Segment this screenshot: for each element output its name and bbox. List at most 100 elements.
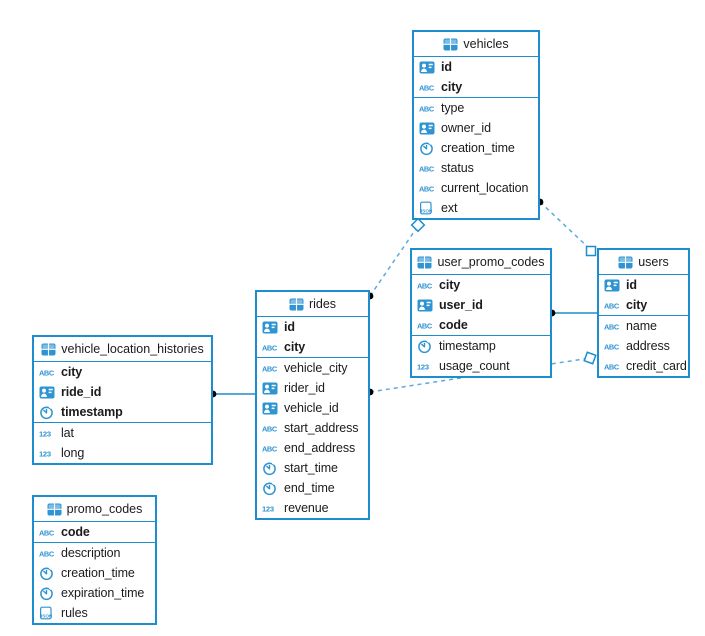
- column-name: name: [626, 319, 657, 333]
- relationship-line-vehicles-to-users[interactable]: [539, 201, 592, 251]
- column-name: type: [441, 101, 465, 115]
- svg-text:123: 123: [262, 505, 274, 514]
- abc-text-type-icon: ABC: [262, 441, 279, 455]
- column-name: city: [626, 298, 648, 312]
- svg-text:ABC: ABC: [262, 344, 278, 353]
- column-name: start_time: [284, 461, 338, 475]
- column-name: creation_time: [61, 566, 135, 580]
- column-name: code: [61, 525, 90, 539]
- svg-text:ABC: ABC: [39, 369, 55, 378]
- column-row-timestamp: timestamp: [412, 336, 550, 356]
- 123-numeric-type-icon: 123: [262, 501, 279, 515]
- column-row-ext: JSON ext: [414, 198, 538, 218]
- json-type-icon: JSON: [419, 201, 436, 215]
- clock-type-icon: [262, 481, 279, 495]
- column-row-creation_time: creation_time: [34, 563, 155, 583]
- column-name: revenue: [284, 501, 329, 515]
- column-row-timestamp: timestamp: [34, 402, 211, 422]
- table-header-users[interactable]: users: [599, 250, 688, 275]
- table-icon: [443, 37, 458, 51]
- abc-text-type-icon: ABC: [262, 421, 279, 435]
- table-header-rides[interactable]: rides: [257, 292, 368, 317]
- column-name: user_id: [439, 298, 483, 312]
- id-card-icon: [262, 320, 279, 334]
- column-row-vehicle_city: ABC vehicle_city: [257, 358, 368, 378]
- svg-text:ABC: ABC: [604, 302, 620, 311]
- relationship-square-marker: [410, 217, 426, 233]
- column-name: vehicle_city: [284, 361, 348, 375]
- column-name: id: [626, 278, 637, 292]
- table-title: rides: [308, 297, 337, 311]
- abc-text-type-icon: ABC: [262, 361, 279, 375]
- clock-type-icon: [39, 405, 56, 419]
- 123-numeric-type-icon: 123: [39, 446, 56, 460]
- column-row-vehicle_id: vehicle_id: [257, 398, 368, 418]
- svg-text:ABC: ABC: [419, 165, 435, 174]
- table-header-promo_codes[interactable]: promo_codes: [34, 497, 155, 522]
- column-row-city: ABC city: [412, 275, 550, 295]
- column-name: id: [284, 320, 295, 334]
- column-row-city: ABC city: [257, 337, 368, 357]
- abc-text-type-icon: ABC: [39, 365, 56, 379]
- svg-text:ABC: ABC: [262, 445, 278, 454]
- column-name: timestamp: [439, 339, 496, 353]
- id-card-icon: [262, 381, 279, 395]
- svg-text:ABC: ABC: [39, 550, 55, 559]
- abc-text-type-icon: ABC: [604, 298, 621, 312]
- svg-text:ABC: ABC: [604, 343, 620, 352]
- column-name: lat: [61, 426, 74, 440]
- column-name: ext: [441, 201, 458, 215]
- table-title: vehicles: [463, 37, 509, 51]
- column-name: city: [284, 340, 306, 354]
- column-row-expiration_time: expiration_time: [34, 583, 155, 603]
- clock-type-icon: [417, 339, 434, 353]
- column-name: owner_id: [441, 121, 491, 135]
- relationship-square-marker: [583, 351, 597, 365]
- id-card-icon: [419, 121, 436, 135]
- id-card-icon: [262, 401, 279, 415]
- column-row-creation_time: creation_time: [414, 138, 538, 158]
- column-name: status: [441, 161, 474, 175]
- svg-text:ABC: ABC: [417, 282, 433, 291]
- column-name: description: [61, 546, 121, 560]
- table-header-vehicle_location_histories[interactable]: vehicle_location_histories: [34, 337, 211, 362]
- clock-type-icon: [39, 586, 56, 600]
- column-row-end_time: end_time: [257, 478, 368, 498]
- table-title: vehicle_location_histories: [61, 342, 204, 356]
- column-name: end_time: [284, 481, 335, 495]
- table-header-vehicles[interactable]: vehicles: [414, 32, 538, 57]
- column-name: city: [439, 278, 461, 292]
- column-row-ride_id: ride_id: [34, 382, 211, 402]
- clock-type-icon: [262, 461, 279, 475]
- column-row-status: ABC status: [414, 158, 538, 178]
- columns-section: ABC description creation_time expiration_ti…: [34, 542, 155, 623]
- clock-type-icon: [419, 141, 436, 155]
- table-header-user_promo_codes[interactable]: user_promo_codes: [412, 250, 550, 275]
